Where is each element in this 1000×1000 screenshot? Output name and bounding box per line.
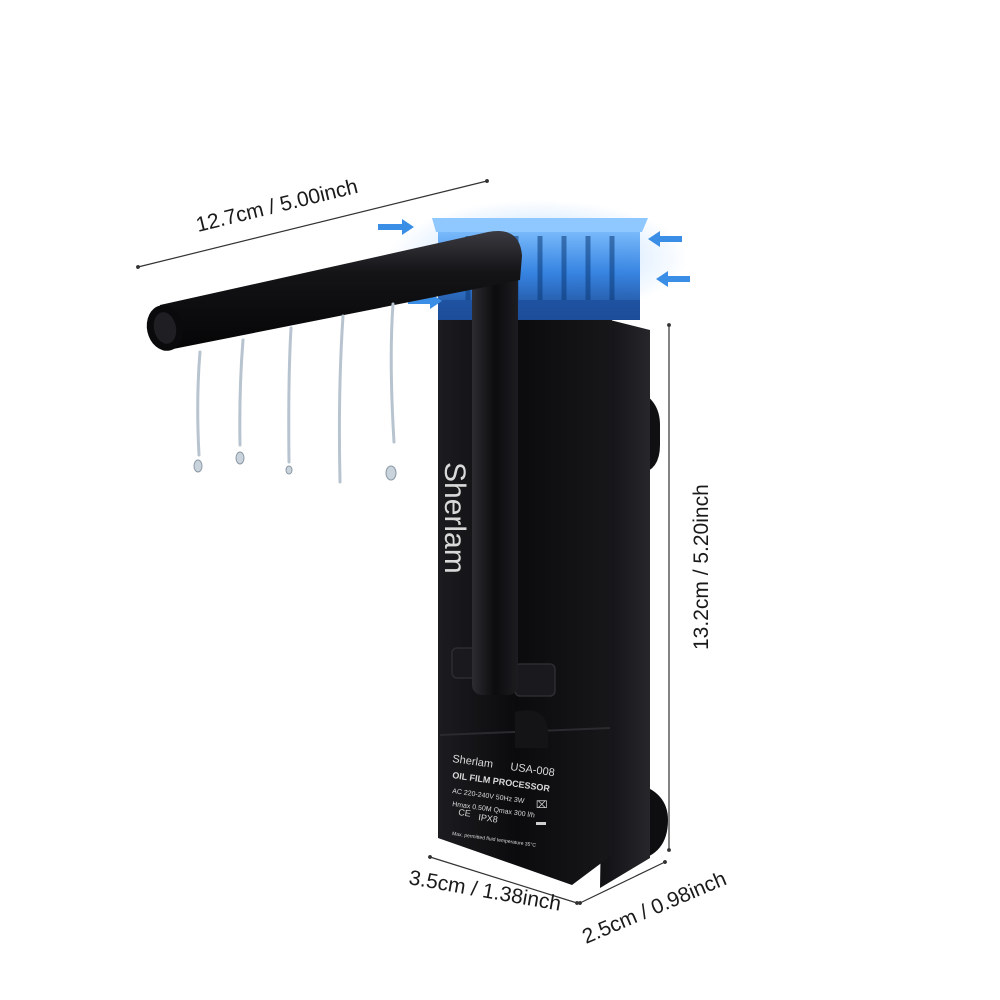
arrow-right-bottom <box>656 271 690 287</box>
water-drop <box>193 459 203 473</box>
water-stream <box>389 302 396 444</box>
water-stream <box>337 314 345 484</box>
height-dimension-label: 13.2cm / 5.20inch <box>690 484 713 650</box>
width-dimension-label: 12.7cm / 5.00inch <box>194 175 360 237</box>
arrow-right-top <box>648 231 682 247</box>
water-drop <box>235 451 245 465</box>
weee-bar <box>536 822 546 825</box>
water-streams <box>196 302 396 484</box>
flow-button-right <box>514 663 556 697</box>
water-stream <box>196 350 202 457</box>
weee-icon: ⌧ <box>536 800 548 811</box>
height-dimension: 13.2cm / 5.20inch <box>667 323 713 852</box>
ce-mark: CE <box>458 807 472 819</box>
label-brand: Sherlam <box>452 753 494 771</box>
brand-logo: Sherlam <box>438 462 471 574</box>
water-drop <box>385 465 397 481</box>
water-stream <box>287 326 293 464</box>
outlet-pipe-vertical <box>472 255 518 695</box>
arrow-left-top <box>378 219 414 235</box>
water-drop <box>285 465 293 475</box>
water-drops <box>193 451 397 481</box>
label-rating: IPX8 <box>478 812 499 825</box>
water-stream <box>238 338 245 447</box>
spray-bar <box>146 231 522 351</box>
